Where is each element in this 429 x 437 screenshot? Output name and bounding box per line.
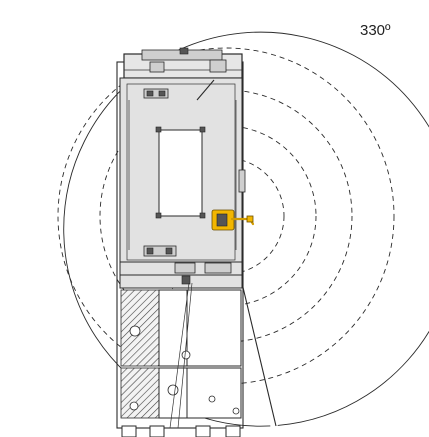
cab-box-right <box>209 59 227 73</box>
wheel-4 <box>225 425 241 437</box>
stabilizer-rear <box>143 245 177 257</box>
vehicle-plan-view <box>116 47 255 437</box>
port-middle <box>181 350 191 360</box>
diagonal-strut <box>196 79 215 101</box>
port-lower-middle <box>167 384 179 396</box>
port-lower-right <box>208 395 216 403</box>
hatch-corner-br <box>199 212 206 219</box>
rotation-angle-label: 330º <box>360 22 391 39</box>
storage-compartment-hatched <box>120 289 160 367</box>
port-bottom-right <box>232 407 240 415</box>
port-lower-left <box>129 401 139 411</box>
storage-compartment-hatched-lower <box>120 367 160 419</box>
crane <box>211 209 255 231</box>
port-left <box>129 325 141 337</box>
hatch-corner-bl <box>155 212 162 219</box>
bottom-panel-right <box>186 367 242 419</box>
wheel-2 <box>149 425 165 437</box>
hatch-corner-tl <box>155 126 162 133</box>
lower-panel-right <box>186 289 242 367</box>
cable-1 <box>169 282 190 429</box>
wheel-1 <box>121 425 137 437</box>
crane-boom-tip <box>246 215 254 223</box>
cable-2 <box>177 282 193 429</box>
mid-block-left <box>174 262 196 274</box>
crane-pivot <box>216 213 228 227</box>
cab-sensor <box>179 47 189 55</box>
mid-connector <box>181 275 191 285</box>
stabilizer-front <box>143 88 169 99</box>
hatch-corner-tr <box>199 126 206 133</box>
outer-range-arc <box>63 31 429 427</box>
wheel-set <box>121 425 241 437</box>
range-ring-3 <box>99 89 353 343</box>
wheel-3 <box>195 425 211 437</box>
side-box-right <box>238 169 246 193</box>
mid-block-right <box>204 262 232 274</box>
cab-box-left <box>149 61 165 73</box>
cargo-hatch <box>158 129 203 217</box>
deck-inner-outline <box>126 83 236 261</box>
